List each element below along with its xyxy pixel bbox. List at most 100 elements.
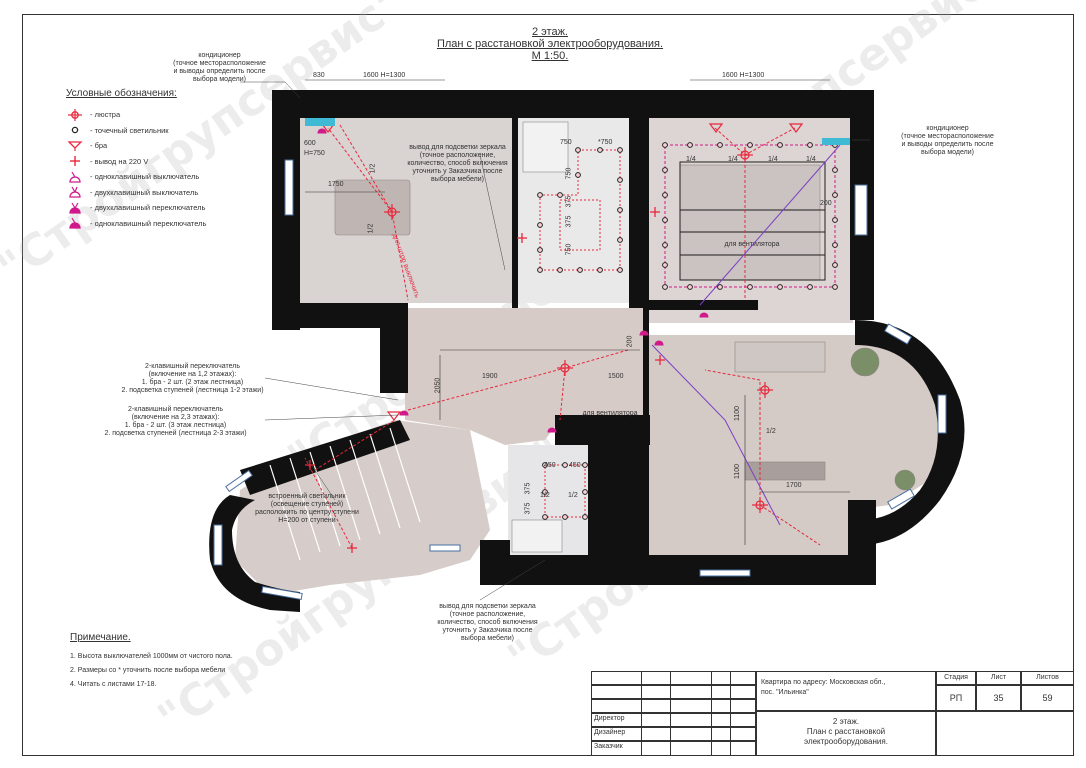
- dim-quarter: 1/4: [686, 156, 696, 163]
- legend-row: - одноклавишный выключатель: [66, 169, 206, 185]
- title-block: Директор Дизайнер Заказчик Квартира по а…: [591, 671, 1074, 756]
- legend-label: - одноклавишный выключатель: [90, 172, 200, 182]
- outlet-220-icon: [305, 460, 315, 470]
- legend-label: - одноклавишный переключатель: [90, 218, 207, 228]
- chandelier-icon: [752, 497, 768, 513]
- ac-units: [305, 118, 850, 145]
- legend-row: - одноклавишный переключатель: [66, 216, 206, 232]
- annotation-mirror-bottom: вывод для подсветки зеркала (точное расп…: [437, 603, 538, 642]
- drawing-frame: [22, 14, 1074, 756]
- tb-address: Квартира по адресу: Московская обл.,: [761, 679, 886, 686]
- annotation-switch-23: 2-клавишный переключатель (включение на …: [104, 406, 247, 437]
- tb-grid: [591, 685, 756, 699]
- dim-450-b: 450: [569, 462, 581, 469]
- dim-375-c: 375: [524, 482, 532, 495]
- spotlight-icon: [71, 127, 79, 134]
- outlet-220-icon: [517, 233, 527, 243]
- tb-sheets: 59: [1042, 693, 1053, 703]
- dim-1100-a: 1100: [734, 405, 742, 422]
- annotation-fan-top: для вентилятора: [724, 241, 780, 248]
- dim-750-c: 750: [565, 167, 573, 180]
- tb-sheets-cell: [1021, 671, 1074, 685]
- dim-h750: H=750: [304, 150, 325, 157]
- tb-sheet-val-cell: [976, 685, 1021, 711]
- bath-bottom: [511, 519, 563, 553]
- dim-750-d: 750: [565, 243, 573, 256]
- title-plan: План с расстановкой электрооборудования.: [436, 38, 664, 50]
- note-line: 1. Высота выключателей 1000мм от чистого…: [70, 653, 233, 660]
- outlet-220-icon: [650, 207, 660, 217]
- tb-sheet-title: 2 этаж. План с расстановкой электрообору…: [804, 717, 888, 746]
- legend-row: - двухклавишный выключатель: [66, 185, 206, 201]
- dim-450-a: 450: [544, 462, 556, 469]
- desk: [744, 461, 826, 481]
- dim-1500: 1500: [608, 373, 624, 380]
- dimension-lines: [305, 79, 850, 545]
- tb-grid: [641, 671, 671, 756]
- furniture: [334, 121, 916, 553]
- chandelier-icon: [384, 204, 400, 220]
- legend-label: - вывод на 220 V: [90, 156, 149, 166]
- tb-sheets-val-cell: [1021, 685, 1074, 711]
- plant-2: [894, 469, 916, 491]
- dim-half: 1/2: [367, 223, 375, 234]
- tb-blank-cell: [936, 711, 1074, 756]
- bed-right: [679, 164, 821, 281]
- switches: [317, 128, 709, 433]
- tb-stage: РП: [949, 693, 963, 703]
- double-switch-icon: [69, 186, 81, 198]
- chandelier-icon: [737, 147, 753, 163]
- legend-row: - точечный светильник: [66, 123, 206, 139]
- tb-address-cell: [756, 671, 936, 711]
- annotation-built-in-light: встроенный светильник (освещение ступене…: [255, 493, 359, 524]
- legend-label: - двухклавишный переключатель: [90, 203, 206, 213]
- outlet-220-icon: [347, 543, 357, 553]
- bed-left: [334, 179, 411, 236]
- dim-375-b: 375: [565, 215, 573, 228]
- annotation-mirror-top: вывод для подсветки зеркала (точное расп…: [407, 144, 508, 183]
- note-line: 2. Размеры со * уточнить после выбора ме…: [70, 667, 226, 674]
- single-switch-icon: [69, 171, 81, 183]
- annotation-ac-right: кондиционер (точное месторасположение и …: [901, 125, 994, 156]
- annotation-switch-12: 2-клавишный переключатель (включение на …: [121, 363, 264, 394]
- title-floor: 2 этаж.: [532, 26, 568, 38]
- wiring-purple: [651, 144, 841, 526]
- tb-stage-label: Стадия: [944, 674, 968, 681]
- dim-1750: 1750: [328, 181, 344, 188]
- room-hall: [405, 308, 648, 445]
- legend-label: - двухклавишный выключатель: [90, 187, 199, 197]
- tb-sheet: 35: [993, 693, 1004, 703]
- title-scale: М 1:50.: [531, 50, 569, 62]
- tb-sheet-label: Лист: [990, 674, 1007, 681]
- page-title: 2 этаж. План с расстановкой электрообору…: [400, 26, 700, 62]
- dim-375-a: 375: [565, 195, 573, 208]
- annotation-fan-mid: для вентилятора: [582, 410, 638, 417]
- legend-row: - бра: [66, 138, 206, 154]
- double-switch-icon: [654, 340, 664, 346]
- dim-1700: 1700: [786, 482, 802, 489]
- chandeliers: [384, 147, 773, 513]
- dim-half: 1/2: [568, 492, 578, 499]
- dim-1600-right: 1600 H=1300: [722, 72, 765, 79]
- windows: [213, 159, 947, 601]
- tb-grid: [591, 713, 756, 727]
- dim-600: 600: [304, 140, 316, 147]
- walls: [209, 90, 965, 612]
- stair-treads: [269, 427, 421, 561]
- single-switch-icon: [639, 330, 649, 336]
- outlets: [305, 207, 665, 553]
- sconce-icon: [67, 141, 83, 151]
- tb-grid: [591, 699, 756, 713]
- legend-row: - двухклавишный переключатель: [66, 200, 206, 216]
- legend-label: - точечный светильник: [90, 125, 169, 135]
- double-toggle-icon: [317, 128, 327, 134]
- ac-unit-right: [822, 138, 850, 145]
- single-switch-icon: [699, 312, 709, 318]
- tb-grid: [711, 671, 731, 756]
- dim-1600-left: 1600 H=1300: [363, 72, 406, 79]
- outlet-220-icon: [655, 355, 665, 365]
- dim-1100-b: 1100: [734, 463, 742, 480]
- tb-grid: [591, 727, 756, 741]
- dim-half: 1/2: [766, 428, 776, 435]
- tb-sheet-cell: [976, 671, 1021, 685]
